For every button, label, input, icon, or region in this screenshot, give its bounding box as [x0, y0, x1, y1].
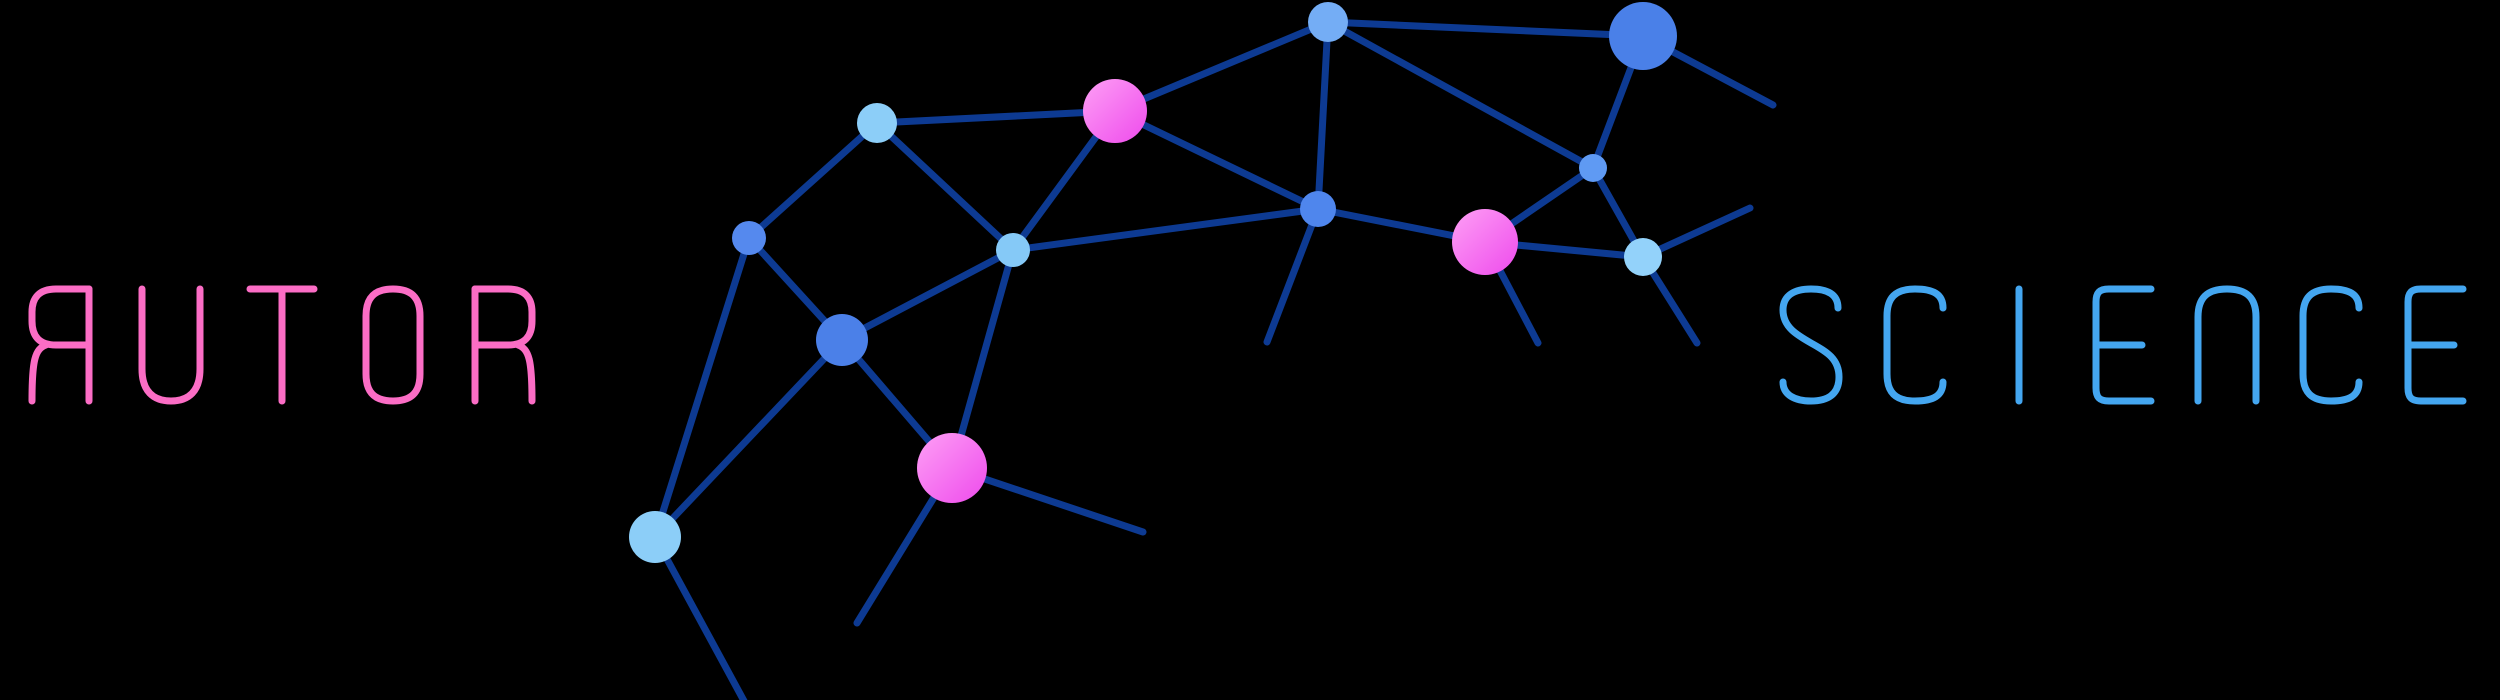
- letter-glyph: [2092, 285, 2155, 405]
- network-node: [1624, 238, 1662, 276]
- network-node: [732, 221, 766, 255]
- network-node: [816, 314, 868, 366]
- network-stub-edge: [1639, 204, 1754, 261]
- network-node: [1452, 209, 1518, 275]
- letter-glyph: [246, 285, 318, 405]
- network-edge: [1314, 18, 1332, 213]
- network-edge: [1324, 18, 1597, 172]
- network-node: [1300, 191, 1336, 227]
- network-edge: [651, 234, 753, 541]
- network-node: [996, 233, 1030, 267]
- letter-glyph: [2404, 285, 2467, 405]
- network-stub-edge: [651, 533, 748, 700]
- letter-glyph: [362, 285, 424, 405]
- letter-glyph: [471, 285, 536, 405]
- network-stub-edge: [1263, 205, 1322, 346]
- network-edge: [838, 246, 1017, 344]
- network-edge: [873, 119, 1017, 254]
- wordmark-rutor: [28, 285, 536, 405]
- network-edge: [873, 107, 1119, 127]
- letter-glyph: [138, 285, 204, 405]
- network-edge: [1111, 18, 1332, 115]
- network-edge: [1111, 107, 1322, 213]
- letter-glyph: [2194, 285, 2260, 405]
- network-node: [1579, 154, 1607, 182]
- network-node: [1308, 2, 1348, 42]
- letter-glyph: [1779, 285, 1843, 405]
- letter-glyph: [28, 285, 93, 405]
- network-edges: [651, 18, 1777, 700]
- network-node: [1083, 79, 1147, 143]
- letter-glyph: [1883, 285, 1947, 405]
- network-edge: [651, 336, 846, 541]
- network-edge: [1324, 18, 1647, 40]
- network-edge: [745, 119, 881, 242]
- network-nodes: [629, 2, 1677, 563]
- network-edge: [1009, 205, 1322, 254]
- network-node: [629, 511, 681, 563]
- network-node: [1609, 2, 1677, 70]
- wordmark-science: [1779, 285, 2467, 405]
- network-edge: [948, 246, 1017, 472]
- network-node: [857, 103, 897, 143]
- network-node: [917, 433, 987, 503]
- letter-glyph: [2299, 285, 2363, 405]
